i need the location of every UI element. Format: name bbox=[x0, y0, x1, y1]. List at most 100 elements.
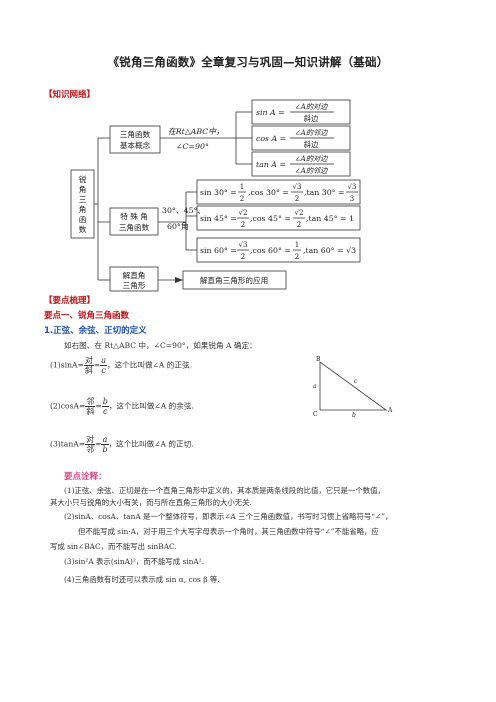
def-tan-word-frac: 对邻 bbox=[85, 435, 96, 454]
node-special-box bbox=[109, 207, 159, 236]
row45-b: ,cos 45° = bbox=[250, 214, 291, 223]
tan-den: ∠A的邻边 bbox=[295, 166, 329, 175]
def-cos-word-frac: 邻斜 bbox=[85, 397, 96, 416]
node-basic-line2: 基本概念 bbox=[120, 140, 151, 150]
def-sin-w-num: 对 bbox=[83, 356, 94, 366]
row60-b: ,cos 60° = bbox=[250, 246, 291, 255]
def-sin-w-den: 斜 bbox=[84, 366, 93, 375]
row45-b-num: √2 bbox=[295, 209, 304, 217]
row45-a: sin 45° = bbox=[200, 214, 237, 223]
row45-a-den: 2 bbox=[241, 221, 245, 229]
def-sin-prefix: (1)sinA= bbox=[50, 360, 84, 370]
root-char-1: 角 bbox=[79, 184, 87, 194]
row30-c-den: 3 bbox=[350, 195, 354, 203]
row60-b-num: 1 bbox=[295, 241, 299, 249]
label-B: B bbox=[316, 356, 321, 363]
def-tan-l-num: a bbox=[101, 435, 109, 445]
def-sin-suffix: ，这个比叫做∠A 的正弦. bbox=[106, 360, 193, 370]
note-line-5: (3)sin²A 表示(sinA)²，而不能写成 sinA². bbox=[64, 557, 205, 566]
note-line-6: (4)三角函数有时还可以表示成 sin α, cos β 等. bbox=[64, 575, 220, 584]
root-char-0: 锐 bbox=[79, 174, 87, 184]
def-tan-suffix: ，这个比叫做∠A 的正切. bbox=[108, 439, 194, 449]
tan-num: ∠A的对边 bbox=[295, 154, 329, 163]
node-basic-box bbox=[109, 125, 161, 154]
row45-a-num: √2 bbox=[239, 209, 248, 217]
intro-text: 如右图、在 Rt△ABC 中，∠C=90°，如果锐角 A 确定： bbox=[64, 341, 257, 350]
triangle-abc bbox=[319, 361, 388, 411]
note-special-1: 30°、45°、 bbox=[162, 206, 205, 215]
tan-left: tan A = bbox=[256, 160, 286, 169]
root-char-2: 三 bbox=[79, 195, 87, 204]
def-sin-eq: = bbox=[93, 360, 101, 370]
root-char-5: 数 bbox=[79, 224, 87, 234]
tan-def-box bbox=[251, 151, 351, 177]
row60-c: ,tan 60° = √3 bbox=[303, 246, 356, 255]
def-tan-prefix: (3)tanA= bbox=[50, 439, 86, 449]
notes-title: 要点诠释： bbox=[64, 472, 107, 482]
sin-den: 斜边 bbox=[304, 114, 318, 123]
def-tan-eq: = bbox=[95, 439, 102, 449]
label-A: A bbox=[387, 407, 393, 414]
row60-a-num: √3 bbox=[239, 241, 248, 249]
node-special-line1: 特 殊 角 bbox=[120, 211, 148, 221]
sin-num: ∠A的对边 bbox=[295, 102, 329, 111]
note-line-1: 其大小只与锐角的大小有关，而与所在直角三角形的大小无关. bbox=[50, 498, 252, 507]
sin-left: sin A = bbox=[256, 108, 285, 117]
note-basic-1: 在Rt△ABC中， bbox=[168, 127, 224, 136]
row30-c: ,tan 30° = bbox=[304, 188, 345, 197]
note-basic-2: ∠C=90° bbox=[176, 142, 209, 151]
def-cos-suffix: ，这个比叫做∠A 的余弦. bbox=[108, 401, 194, 411]
cos-num: ∠A的邻边 bbox=[295, 128, 329, 137]
row60-a-den: 2 bbox=[241, 253, 245, 261]
def-cos-w-num: 邻 bbox=[85, 397, 96, 407]
row60-a: sin 60° = bbox=[200, 246, 237, 255]
sub1-title: 1.正弦、余弦、正切的定义 bbox=[44, 326, 147, 336]
node-basic-line1: 三角函数 bbox=[120, 129, 151, 139]
label-a: a bbox=[313, 383, 317, 390]
cos-left: cos A = bbox=[256, 134, 286, 143]
def-sin-l-num: a bbox=[100, 356, 107, 366]
row30-b-num: √3 bbox=[293, 183, 302, 191]
triangle-figure: B C A a b c bbox=[313, 356, 393, 418]
root-char-4: 函 bbox=[79, 215, 87, 224]
point1-title: 要点一、锐角三角函数 bbox=[44, 311, 130, 321]
node-solve-line2: 三角形 bbox=[123, 280, 146, 290]
page-title: 《锐角三角函数》全章复习与巩固—知识讲解（基础） bbox=[107, 55, 389, 69]
note-line-4: 写成 sin∠BAC，而不能写出 sinBAC. bbox=[50, 542, 177, 551]
row30-b-den: 2 bbox=[295, 195, 299, 203]
row30-a: sin 30° = bbox=[200, 188, 237, 197]
row30-box bbox=[196, 179, 361, 205]
arrow-solve bbox=[175, 277, 183, 283]
row60-b-den: 2 bbox=[295, 253, 299, 261]
label-C: C bbox=[313, 411, 318, 418]
points-header: 【要点梳理】 bbox=[44, 296, 96, 306]
root-char-3: 角 bbox=[79, 204, 87, 214]
def-cos-l-num: b bbox=[101, 397, 109, 407]
cos-den: 斜边 bbox=[304, 140, 318, 149]
def-cos-eq: = bbox=[95, 401, 102, 411]
note-line-3: 但不能写成 sin·A，对于用三个大写字母表示一个角时，其三角函数中符号“∠”不… bbox=[78, 527, 379, 536]
cos-def-box bbox=[251, 125, 351, 151]
row30-b: ,cos 30° = bbox=[248, 188, 289, 197]
network-header: 【知识网络】 bbox=[44, 90, 96, 100]
row45-c: ,tan 45° = 1 bbox=[306, 214, 354, 223]
row45-b-den: 2 bbox=[297, 221, 301, 229]
note-special-2: 60°角 bbox=[167, 221, 189, 231]
row30-a-den: 2 bbox=[240, 195, 244, 203]
note-line-0: (1)正弦、余弦、正切是在一个直角三角形中定义的，其本质是两条线段的比值，它只是… bbox=[64, 486, 385, 495]
def-cos-w-den: 斜 bbox=[86, 407, 95, 416]
def-cos-l-den: c bbox=[103, 407, 108, 416]
sin-def-box bbox=[251, 99, 351, 125]
knowledge-network-diagram: 锐 角 三 角 函 数 三角函数 基本概念 特 殊 角 三角函数 解直角 三角形… bbox=[70, 99, 361, 292]
label-c: c bbox=[354, 378, 358, 385]
node-solve-line1: 解直角 bbox=[123, 270, 146, 280]
def-sin-l-den: c bbox=[101, 366, 106, 375]
note-line-2: (2)sinA、cosA、tanA 是一个整体符号，即表示∠A 三个三角函数值，… bbox=[64, 512, 393, 521]
def-tan-w-den: 邻 bbox=[86, 445, 95, 454]
